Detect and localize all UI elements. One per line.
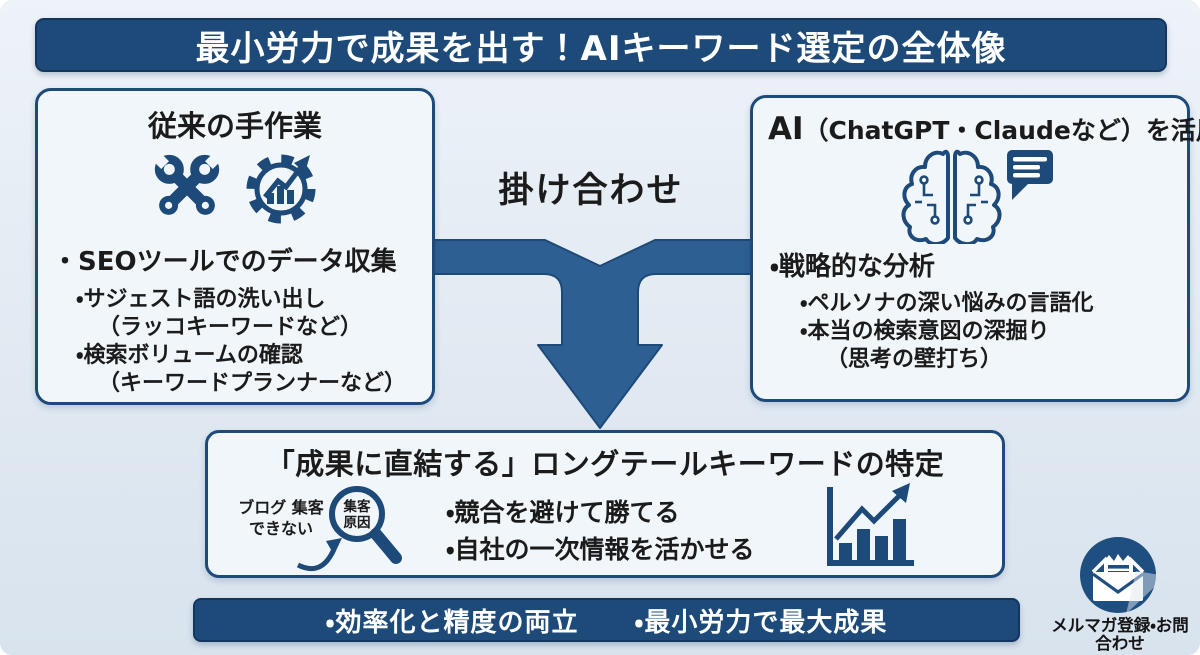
badge-label-line1: メルマガ登録・お問 xyxy=(1051,616,1189,635)
magnifier-icon: ブログ 集客 できない 集客 原因 xyxy=(238,486,402,571)
merge-flow-arrow-icon xyxy=(430,239,752,429)
left-sub-bullet: ・サジェスト語の洗い出し xyxy=(76,287,326,312)
footer-banner: ・効率化と精度の両立 ・最小労力で最大成果 xyxy=(193,598,1020,642)
magnifier-lens-line2: 原因 xyxy=(344,515,371,531)
circuit-brain-icon xyxy=(901,149,1053,244)
result-bullet: ・自社の一次情報を活かせる xyxy=(446,535,755,564)
right-panel-title: AI（ChatGPT・Claudeなど）を活用 xyxy=(768,111,1200,147)
left-panel-traditional-work: 従来の手作業 xyxy=(35,88,435,405)
page-title: 最小労力で成果を出す！AIキーワード選定の全体像 xyxy=(195,28,1007,69)
result-panel-title: 「成果に直結する」ロングテールキーワードの特定 xyxy=(265,447,945,481)
left-bullet-main: ・SEOツールでのデータ収集 xyxy=(52,247,397,277)
badge-label-line2: 合わせ xyxy=(1095,633,1145,653)
right-title-ai: AI xyxy=(768,111,804,147)
badge-label[interactable]: メルマガ登録・お問 合わせ xyxy=(1032,617,1200,653)
right-title-rest: （ChatGPT・Claudeなど）を活用 xyxy=(803,116,1200,145)
footer-item: ・効率化と精度の両立 xyxy=(325,607,579,638)
magnifier-lens-line1: 集客 xyxy=(343,498,371,515)
crossed-wrenches-icon xyxy=(152,152,222,215)
chat-bubble-icon xyxy=(1007,150,1053,200)
magnifier-caption-line2: できない xyxy=(249,519,313,538)
left-sub-note: （ラッコキーワードなど） xyxy=(98,315,363,340)
left-panel-icons xyxy=(38,143,432,229)
result-panel-longtail-keywords: 「成果に直結する」ロングテールキーワードの特定 ブログ 集客 できない 集客 原… xyxy=(205,430,1005,578)
right-panel-ai-usage: AI（ChatGPT・Claudeなど）を活用 xyxy=(750,95,1200,402)
watermark-arrow-icon xyxy=(1126,571,1166,614)
magnifier-caption-line1: ブログ 集客 xyxy=(238,498,324,517)
title-banner: 最小労力で成果を出す！AIキーワード選定の全体像 xyxy=(35,18,1167,72)
left-panel-title: 従来の手作業 xyxy=(147,109,322,143)
left-sub-note: （キーワードプランナーなど） xyxy=(98,371,407,396)
bar-chart-growth-icon xyxy=(827,483,914,566)
left-sub-bullet: ・検索ボリュームの確認 xyxy=(76,343,303,368)
result-bullet: ・競合を避けて勝てる xyxy=(446,498,680,527)
footer-item: ・最小労力で最大成果 xyxy=(634,607,888,638)
right-sub-bullet: ・本当の検索意図の深掘り xyxy=(800,319,1050,344)
newsletter-contact-badge[interactable] xyxy=(1078,536,1170,616)
curved-arrow-icon xyxy=(326,538,342,555)
gear-growth-chart-icon xyxy=(246,154,316,224)
right-sub-bullet: ・ペルソナの深い悩みの言語化 xyxy=(800,291,1094,316)
right-bullet-main: ・戦略的な分析 xyxy=(770,252,935,282)
merge-label: 掛け合わせ xyxy=(498,171,684,211)
right-sub-note: （思考の壁打ち） xyxy=(826,347,1003,372)
